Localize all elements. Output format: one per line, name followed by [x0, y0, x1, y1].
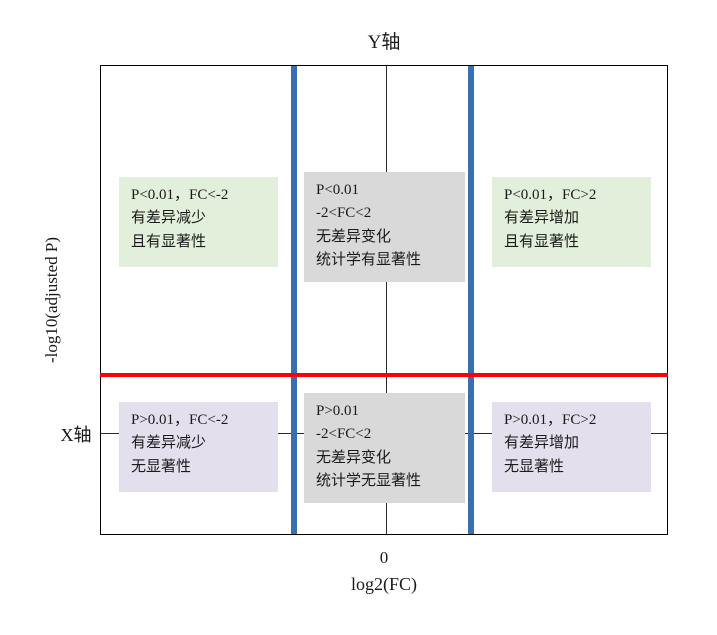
quadrant-box-top-right: P<0.01，FC>2 有差异增加 且有显著性: [492, 177, 651, 267]
quadrant-text-line: 统计学有显著性: [316, 251, 422, 268]
quadrant-text-line: P<0.01，FC>2: [504, 187, 597, 203]
quadrant-text-line: P>0.01: [316, 403, 360, 419]
quadrant-box-bottom-middle: P>0.01 -2<FC<2 无差异变化 统计学无显著性: [304, 393, 465, 503]
quadrant-text-line: 且有显著性: [131, 233, 207, 250]
x-axis-marker-label: X轴: [60, 425, 92, 445]
quadrant-text-line: 有差异减少: [131, 435, 207, 452]
quadrant-text-line: 有差异减少: [131, 210, 207, 227]
x-tick-zero: 0: [379, 548, 389, 567]
quadrant-text-line: P<0.01: [316, 182, 360, 198]
y-axis-label: -log10(adjusted P): [42, 236, 61, 364]
quadrant-box-top-left: P<0.01，FC<-2 有差异减少 且有显著性: [119, 177, 278, 267]
quadrant-text-line: P>0.01，FC>2: [504, 412, 597, 428]
quadrant-text-line: 统计学无显著性: [316, 472, 422, 489]
x-axis-title: log2(FC): [350, 574, 417, 594]
quadrant-text-line: 无显著性: [131, 458, 192, 475]
quadrant-text-line: P>0.01，FC<-2: [131, 412, 229, 428]
y-axis-title: Y轴: [367, 32, 401, 53]
quadrant-text-line: 且有显著性: [504, 233, 580, 250]
quadrant-text-line: 有差异增加: [504, 435, 580, 452]
quadrant-text-line: 有差异增加: [504, 210, 580, 227]
fc-threshold-line-right: [468, 66, 474, 534]
quadrant-text-line: P<0.01，FC<-2: [131, 187, 229, 203]
quadrant-text-line: 无显著性: [504, 458, 565, 475]
quadrant-text-line: 无差异变化: [316, 228, 392, 245]
quadrant-box-bottom-right: P>0.01，FC>2 有差异增加 无显著性: [492, 402, 651, 492]
plot-area: P<0.01，FC<-2 有差异减少 且有显著性 P<0.01 -2<FC<2 …: [100, 65, 668, 535]
quadrant-text-line: -2<FC<2: [316, 205, 372, 222]
center-vertical-axis-line: [386, 66, 387, 534]
fc-threshold-line-left: [291, 66, 297, 534]
quadrant-text-line: 无差异变化: [316, 449, 392, 466]
quadrant-text-line: -2<FC<2: [316, 426, 372, 443]
pvalue-threshold-line: [100, 373, 668, 377]
quadrant-box-top-middle: P<0.01 -2<FC<2 无差异变化 统计学有显著性: [304, 172, 465, 282]
quadrant-box-bottom-left: P>0.01，FC<-2 有差异减少 无显著性: [119, 402, 278, 492]
